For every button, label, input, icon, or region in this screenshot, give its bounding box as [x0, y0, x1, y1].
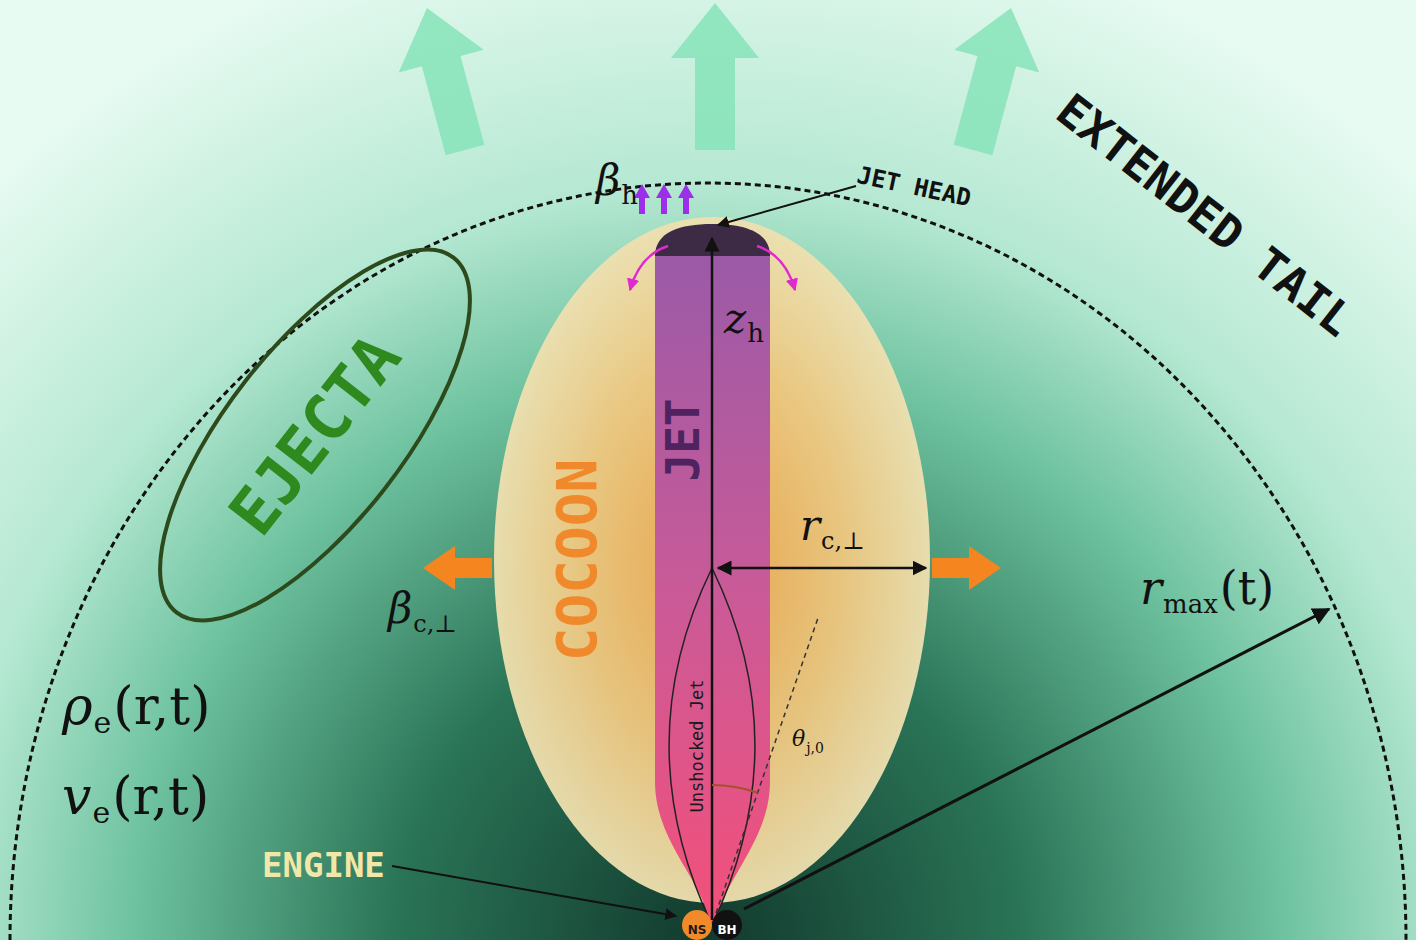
symbol-base: β: [596, 160, 620, 202]
ejecta-ellipse: EJECTA: [145, 225, 485, 645]
jet-title: JET: [660, 398, 706, 481]
symbol-argument: (r,t): [113, 680, 210, 732]
engine-label: ENGINE: [262, 848, 385, 882]
symbol-base: ρ: [62, 680, 93, 732]
opening-angle-line: [716, 618, 818, 913]
black-hole-label: BH: [717, 924, 736, 936]
head-arrow: [678, 184, 694, 214]
neutron-star: NS: [682, 910, 712, 940]
symbol-subscript: h: [747, 320, 764, 346]
outflow-arrow: [930, 0, 1053, 161]
expansion-arrow: [423, 546, 492, 590]
symbol-subscript: max: [1163, 591, 1218, 617]
ejecta-title: EJECTA: [219, 324, 412, 546]
backflow-arrow: [757, 246, 795, 290]
symbol-base: r: [1140, 565, 1162, 611]
radius-arrow: [744, 609, 1329, 909]
symbol-subscript: j,0: [806, 741, 824, 755]
symbol-base: r: [800, 505, 820, 547]
opening-angle-arc: [712, 785, 758, 793]
symbol-subscript: e: [92, 798, 110, 828]
cocoon-title: COCOON: [549, 459, 605, 661]
symbol-base: z: [724, 298, 746, 340]
leader-line: [718, 186, 856, 225]
backflow-arrow: [630, 246, 668, 290]
outflow-arrow: [671, 3, 759, 150]
symbol-base: v: [62, 770, 91, 822]
unshocked-jet-label: Unshocked Jet: [689, 679, 706, 812]
symbol-subscript: c,⊥: [821, 529, 865, 553]
expansion-arrow: [932, 546, 1001, 590]
outflow-arrow: [384, 0, 507, 161]
symbol-subscript: c,⊥: [413, 612, 457, 636]
head-arrow: [656, 184, 672, 214]
symbol-subscript: e: [94, 708, 112, 738]
black-hole: BH: [712, 910, 742, 940]
symbol-argument: (t): [1220, 565, 1274, 611]
leader-line: [392, 866, 676, 916]
symbol-argument: (r,t): [112, 770, 209, 822]
symbol-base: θ: [792, 728, 805, 750]
tail-boundary: [10, 183, 1406, 940]
axis-arrow: [711, 238, 714, 920]
radius-arrow: [718, 567, 926, 570]
neutron-star-label: NS: [688, 924, 707, 936]
symbol-base: β: [388, 588, 412, 630]
symbol-subscript: h: [621, 182, 638, 208]
